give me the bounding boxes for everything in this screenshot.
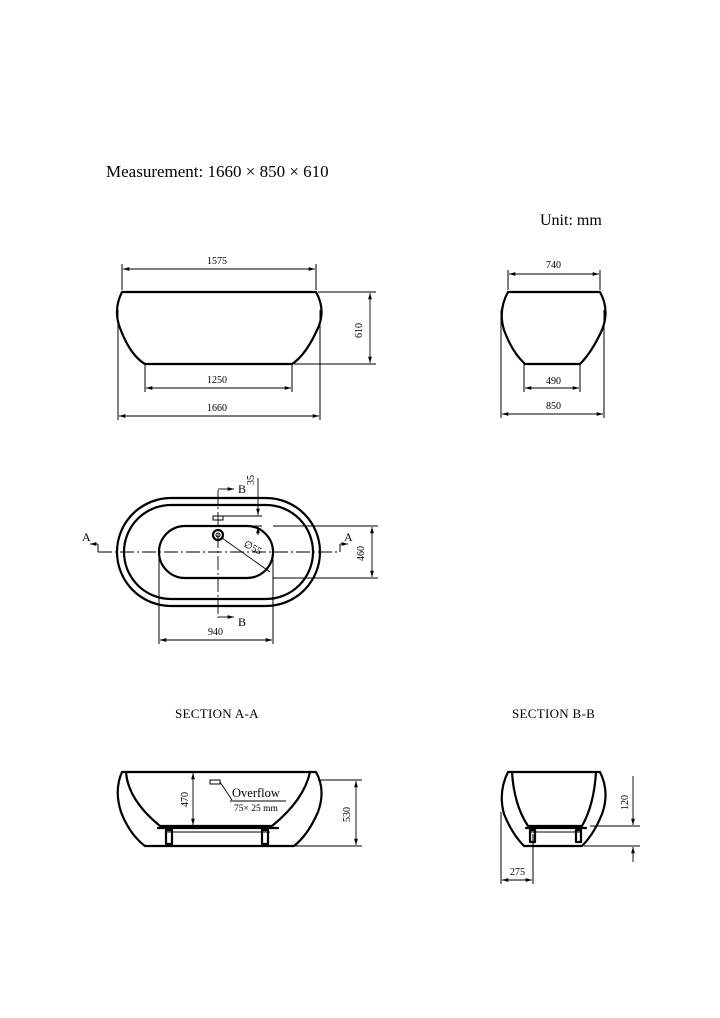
overflow-label: Overflow [232, 786, 280, 800]
section-a-view: Overflow 75× 25 mm 470 530 [116, 770, 362, 848]
section-b-bottom: B [238, 615, 246, 629]
section-a-inner [124, 770, 312, 828]
overflow-size: 75× 25 mm [234, 804, 278, 814]
section-a-foot-right [260, 828, 270, 846]
side-view-outline [500, 290, 607, 366]
drain-icon [211, 528, 225, 542]
section-b-title: SECTION B-B [512, 706, 595, 721]
section-b-view: 120 275 [500, 770, 640, 884]
side-overall-width: 850 [546, 401, 561, 412]
section-a-foot-left [164, 828, 174, 846]
drain-offset: 35 [246, 475, 257, 485]
plan-inner-length: 940 [208, 627, 223, 638]
side-view: 740 490 850 [500, 260, 607, 418]
section-a-left: A [82, 530, 91, 544]
section-b-foot-right [574, 828, 583, 844]
section-b-offset: 275 [510, 867, 525, 878]
front-view-outline [115, 290, 323, 366]
front-height: 610 [354, 323, 365, 338]
side-bottom-width: 490 [546, 376, 561, 387]
section-a-height: 530 [342, 807, 353, 822]
overflow-icon [209, 779, 221, 785]
section-b-outline [500, 770, 607, 848]
section-b-inner [510, 770, 598, 828]
section-a-depth: 470 [180, 792, 191, 807]
plan-view: A A B B ∅55 35 460 940 [82, 475, 378, 644]
front-overall-width: 1660 [207, 403, 227, 414]
front-bottom-width: 1250 [207, 375, 227, 386]
front-view: 1575 610 1250 1660 [115, 256, 376, 420]
section-b-height: 120 [620, 795, 631, 810]
section-b-top: B [238, 482, 246, 496]
unit-label: Unit: mm [540, 212, 602, 229]
front-top-width: 1575 [207, 256, 227, 267]
section-a-right: A [344, 530, 353, 544]
measurement-title: Measurement: 1660 × 850 × 610 [106, 162, 329, 181]
section-a-title: SECTION A-A [175, 706, 259, 721]
side-top-width: 740 [546, 260, 561, 271]
plan-inner-width: 460 [356, 546, 367, 561]
